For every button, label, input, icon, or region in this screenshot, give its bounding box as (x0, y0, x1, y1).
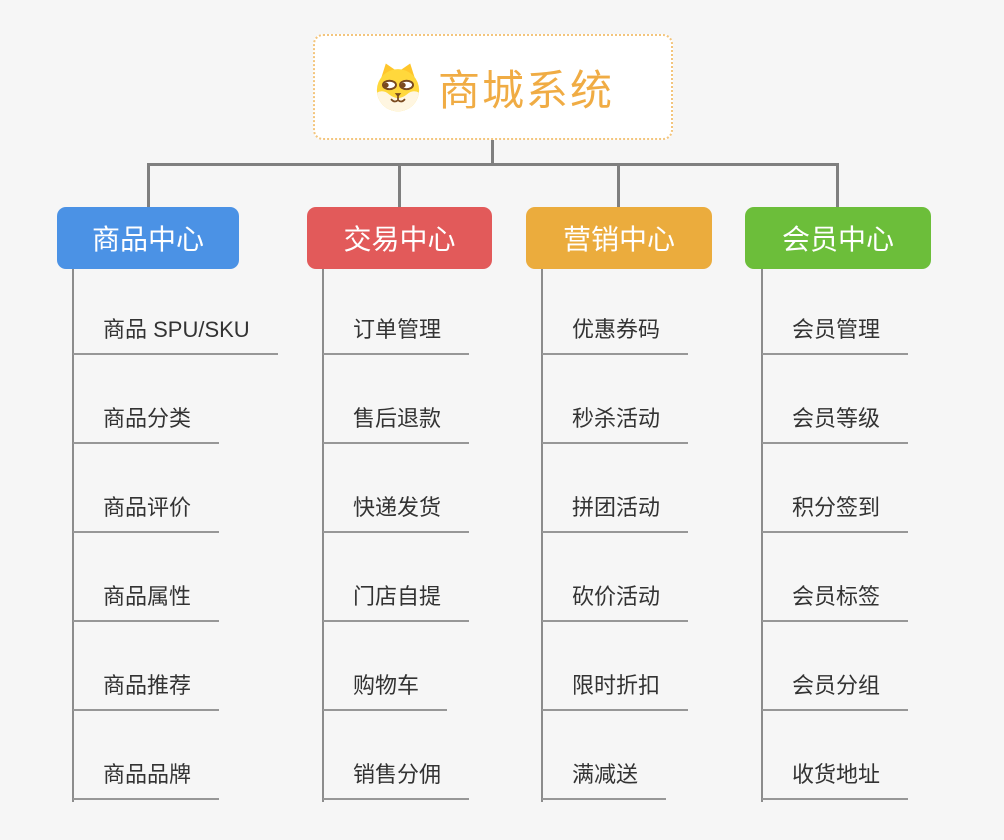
leaf-node[interactable]: 销售分佣 (323, 761, 470, 800)
branch-label: 会员中心 (781, 224, 894, 255)
branch-node-marketing-center[interactable]: 营销中心 (526, 207, 712, 269)
leaf-node[interactable]: 收货地址 (762, 761, 909, 800)
shiba-dog-icon (376, 63, 420, 112)
leaf-node[interactable]: 订单管理 (323, 316, 470, 355)
leaf-node[interactable]: 购物车 (323, 672, 448, 711)
leaf-node[interactable]: 商品评价 (73, 494, 220, 533)
leaf-node[interactable]: 会员标签 (762, 583, 909, 622)
leaf-node[interactable]: 商品属性 (73, 583, 220, 622)
branch-label: 商品中心 (91, 224, 204, 255)
leaf-node[interactable]: 售后退款 (323, 405, 470, 444)
branch-node-trade-center[interactable]: 交易中心 (307, 207, 492, 269)
leaf-node[interactable]: 砍价活动 (542, 583, 689, 622)
leaf-node[interactable]: 积分签到 (762, 494, 909, 533)
leaf-node[interactable]: 拼团活动 (542, 494, 689, 533)
leaf-node[interactable]: 商品品牌 (73, 761, 220, 800)
branch-spine (761, 269, 763, 802)
connector-rail (147, 163, 839, 166)
leaf-node[interactable]: 会员分组 (762, 672, 909, 711)
leaf-node[interactable]: 商品分类 (73, 405, 220, 444)
branch-label: 交易中心 (343, 224, 456, 255)
leaf-node[interactable]: 会员等级 (762, 405, 909, 444)
connector-drop (147, 163, 150, 209)
branch-node-member-center[interactable]: 会员中心 (745, 207, 931, 269)
leaf-node[interactable]: 快递发货 (323, 494, 470, 533)
leaf-node[interactable]: 商品 SPU/SKU (73, 316, 278, 355)
leaf-node[interactable]: 满减送 (542, 761, 667, 800)
branch-spine (541, 269, 543, 802)
connector-drop (617, 163, 620, 209)
branch-spine (322, 269, 324, 802)
branch-spine (72, 269, 74, 802)
connector-drop (398, 163, 401, 209)
leaf-node[interactable]: 门店自提 (323, 583, 470, 622)
connector-stem (491, 140, 494, 164)
branch-node-product-center[interactable]: 商品中心 (57, 207, 239, 269)
leaf-node[interactable]: 会员管理 (762, 316, 909, 355)
connector-drop (836, 163, 839, 209)
leaf-node[interactable]: 优惠券码 (542, 316, 689, 355)
leaf-node[interactable]: 限时折扣 (542, 672, 689, 711)
leaf-node[interactable]: 秒杀活动 (542, 405, 689, 444)
root-title: 商城系统 (437, 66, 614, 114)
leaf-node[interactable]: 商品推荐 (73, 672, 220, 711)
root-node[interactable]: 商城系统 (313, 34, 673, 140)
branch-label: 营销中心 (562, 224, 675, 255)
